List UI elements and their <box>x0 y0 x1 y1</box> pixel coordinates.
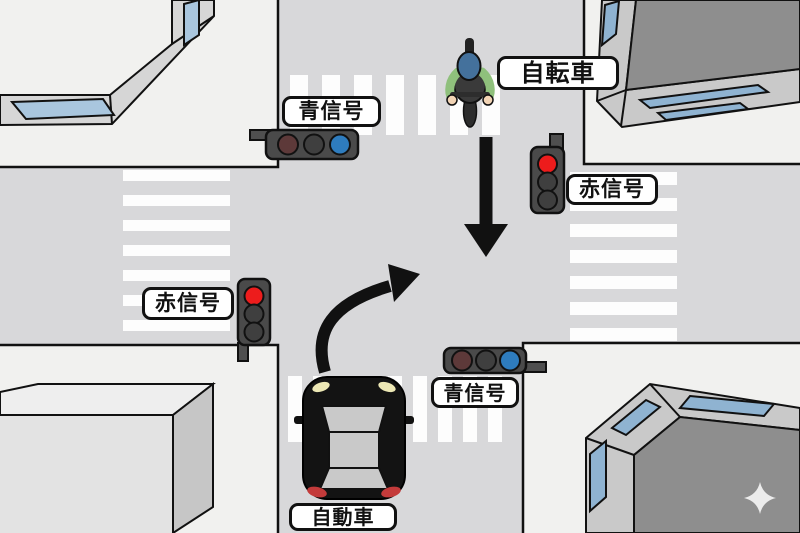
red-lamp-lit <box>243 285 265 307</box>
crosswalk-stripe <box>123 220 230 231</box>
car-top-view <box>294 376 414 500</box>
car-windshield <box>320 405 388 433</box>
crosswalk-stripe <box>123 170 230 181</box>
crosswalk-stripe <box>413 376 427 442</box>
building-top-left <box>0 0 215 127</box>
car-rear-window <box>318 467 390 490</box>
building-roof <box>633 415 800 533</box>
yellow-lamp-off <box>537 171 558 193</box>
label-green-signal-bottom: 青信号 <box>431 377 519 408</box>
rider-hand <box>482 94 494 106</box>
blue-lamp-off <box>243 321 265 343</box>
red-lamp-lit <box>537 153 558 175</box>
crosswalk-stripe <box>123 320 230 331</box>
crosswalk-stripe <box>123 195 230 206</box>
blue-lamp-lit <box>499 349 521 372</box>
crosswalk-stripe <box>418 75 436 135</box>
traffic-light-top-horizontal <box>249 128 360 161</box>
building-roof <box>624 0 800 92</box>
bicycle-handlebar <box>450 92 490 97</box>
label-red-signal-left: 赤信号 <box>142 287 234 320</box>
building-top-right <box>595 0 800 129</box>
red-lamp-off <box>451 349 473 372</box>
building-window <box>637 83 771 110</box>
building-window <box>600 0 621 48</box>
label-bicycle: 自転車 <box>497 56 619 90</box>
crosswalk-stripe <box>123 245 230 256</box>
building-window <box>610 398 662 437</box>
crosswalk-stripe <box>570 328 677 341</box>
building-window <box>9 97 116 121</box>
car-headlight <box>312 381 330 393</box>
label-car: 自動車 <box>289 503 397 531</box>
yellow-lamp-off <box>303 133 325 156</box>
bicycle-rider <box>445 38 495 128</box>
blue-lamp-lit <box>329 133 351 156</box>
building-window <box>655 101 751 122</box>
arrow-straight-down-icon <box>464 137 508 257</box>
arrow-right-turn-icon <box>315 264 420 374</box>
traffic-light-right-vertical <box>529 133 566 215</box>
building-window <box>589 438 607 514</box>
crosswalk-stripe <box>386 75 404 135</box>
traffic-light-bottom-horizontal <box>442 346 547 375</box>
crosswalk-stripe <box>123 270 230 281</box>
rider-helmet <box>456 51 482 81</box>
traffic-light-left-vertical <box>236 277 272 362</box>
label-green-signal-top: 青信号 <box>282 96 381 127</box>
red-lamp-off <box>277 133 299 156</box>
building-bottom-left <box>0 381 216 533</box>
car-roof <box>328 431 380 469</box>
crosswalk-stripe <box>570 250 677 263</box>
blue-lamp-off <box>537 189 558 211</box>
yellow-lamp-off <box>475 349 497 372</box>
car-taillight <box>381 486 401 498</box>
crosswalk-stripe <box>570 276 677 289</box>
crosswalk-stripe <box>570 302 677 315</box>
building-bottom-right <box>585 382 800 533</box>
building-window <box>678 394 776 418</box>
car-headlight <box>378 381 396 393</box>
building-window <box>183 0 200 47</box>
label-red-signal-right: 赤信号 <box>566 174 658 205</box>
car-taillight <box>307 486 327 498</box>
sparkle-icon <box>744 482 776 514</box>
crosswalk-stripe <box>570 224 677 237</box>
rider-hand <box>446 94 458 106</box>
crosswalk-stripe <box>288 376 302 442</box>
yellow-lamp-off <box>243 303 265 325</box>
building-wall <box>0 414 174 533</box>
